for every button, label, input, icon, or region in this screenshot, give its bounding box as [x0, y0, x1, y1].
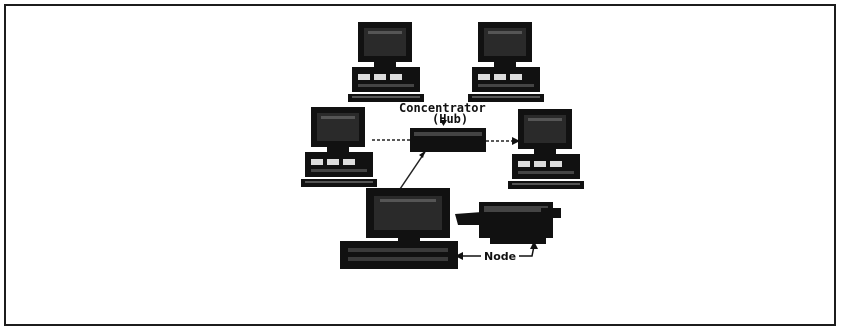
computer-top-left-icon	[348, 22, 424, 102]
computer-right-icon	[508, 109, 584, 189]
printer-icon	[455, 202, 561, 244]
computer-top-right-icon	[468, 22, 544, 102]
computer-left-icon	[301, 107, 377, 187]
node-computer-icon	[340, 188, 458, 269]
node-label: Node	[484, 251, 516, 263]
link-bottom	[398, 152, 425, 192]
hub-label: (Hub)	[432, 113, 468, 125]
